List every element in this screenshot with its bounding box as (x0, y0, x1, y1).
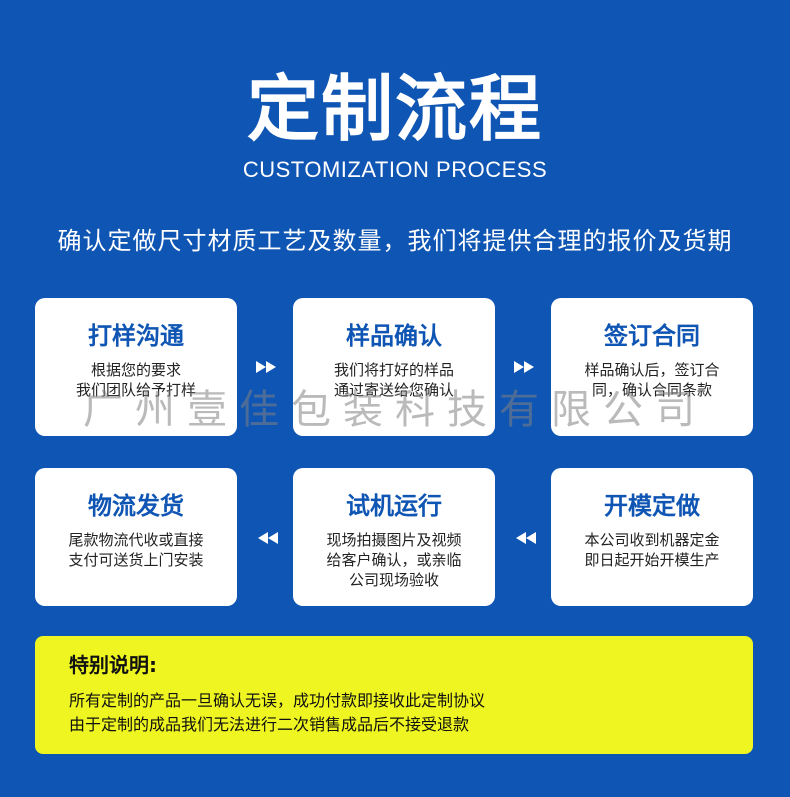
step-card-sample-communication: 打样沟通 根据您的要求 我们团队给予打样 (35, 298, 237, 436)
step-title: 签订合同 (604, 322, 700, 350)
step-card-sample-confirmation: 样品确认 我们将打好的样品 通过寄送给您确认 (293, 298, 495, 436)
step-card-mold-production: 开模定做 本公司收到机器定金 即日起开始开模生产 (551, 468, 753, 606)
step-description: 我们将打好的样品 通过寄送给您确认 (333, 361, 454, 399)
forward-arrow-icon (514, 361, 534, 373)
step-description: 本公司收到机器定金 即日起开始开模生产 (584, 531, 720, 569)
step-description: 样品确认后，签订合 同，确认合同条款 (584, 361, 720, 399)
step-title: 试机运行 (346, 492, 442, 520)
step-description: 现场拍摄图片及视频 给客户确认，或亲临 公司现场验收 (326, 531, 462, 589)
page-title: 定制流程 (246, 67, 543, 151)
forward-arrow-icon (256, 361, 276, 373)
backward-arrow-icon (258, 532, 278, 544)
backward-arrow-icon (516, 532, 536, 544)
step-card-logistics-shipping: 物流发货 尾款物流代收或直接 支付可送货上门安装 (35, 468, 237, 606)
step-title: 样品确认 (346, 322, 442, 350)
step-card-trial-run: 试机运行 现场拍摄图片及视频 给客户确认，或亲临 公司现场验收 (293, 468, 495, 606)
step-description: 尾款物流代收或直接 支付可送货上门安装 (68, 531, 204, 569)
page-subtitle: CUSTOMIZATION PROCESS (242, 157, 548, 182)
intro-text: 确认定做尺寸材质工艺及数量，我们将提供合理的报价及货期 (57, 227, 733, 255)
step-title: 开模定做 (604, 492, 700, 520)
step-card-sign-contract: 签订合同 样品确认后，签订合 同，确认合同条款 (551, 298, 753, 436)
step-description: 根据您的要求 我们团队给予打样 (75, 361, 196, 399)
note-line: 所有定制的产品一旦确认无误，成功付款即接收此定制协议 (69, 691, 486, 710)
step-title: 物流发货 (88, 492, 184, 520)
step-title: 打样沟通 (88, 322, 184, 350)
special-note-box: 特别说明: 所有定制的产品一旦确认无误，成功付款即接收此定制协议 由于定制的成品… (35, 636, 753, 754)
note-line: 由于定制的成品我们无法进行二次销售成品后不接受退款 (69, 715, 470, 734)
note-title: 特别说明: (69, 653, 157, 677)
